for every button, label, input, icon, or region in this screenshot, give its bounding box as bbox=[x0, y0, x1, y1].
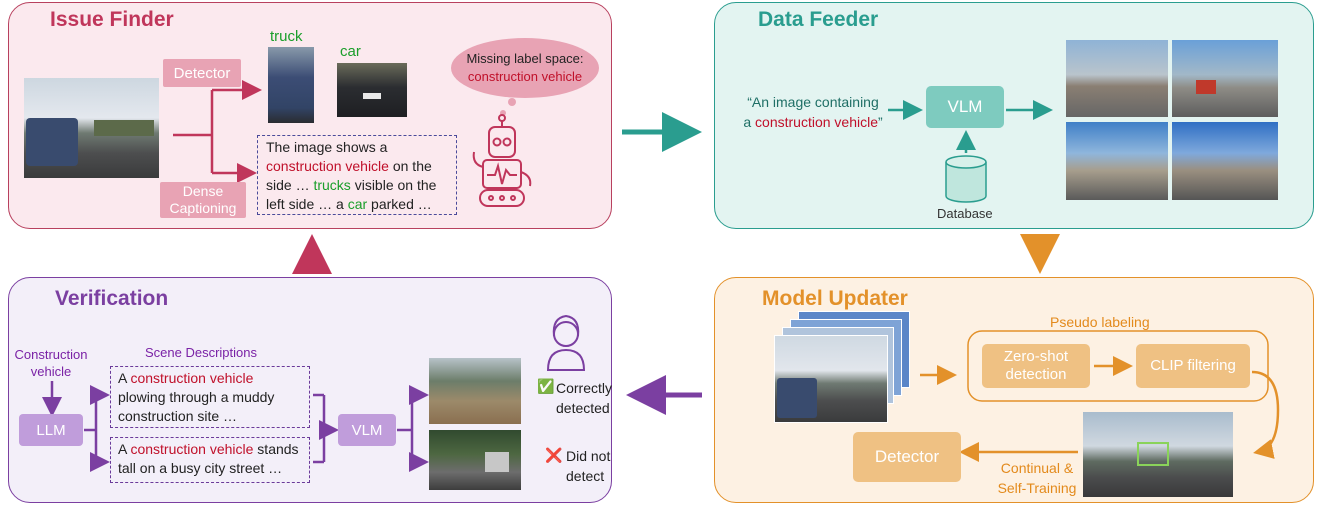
caption-part: The image shows a bbox=[266, 139, 388, 155]
person-icon bbox=[546, 314, 586, 371]
scene-description-1-text: A construction vehicle plowing through a… bbox=[118, 369, 304, 426]
car-label: car bbox=[340, 43, 361, 60]
bubble-line1: Missing label space: bbox=[466, 51, 584, 66]
database-icon bbox=[945, 155, 987, 203]
database-label: Database bbox=[937, 206, 993, 221]
desc-construction-vehicle: construction vehicle bbox=[130, 370, 254, 386]
correct-check-icon: ✅ bbox=[537, 378, 555, 394]
desc-part: plowing through a muddy construction sit… bbox=[118, 389, 275, 424]
llm-box: LLM bbox=[19, 414, 83, 446]
query-part: “An image containing bbox=[747, 94, 879, 110]
truck-crop bbox=[268, 47, 314, 123]
correctly-detected-text: Correctly detected bbox=[556, 380, 613, 416]
caption-part: visible on the left side … a bbox=[266, 177, 437, 212]
desc-part: stands tall on a busy city street … bbox=[118, 441, 299, 476]
verification-internal-arrows bbox=[42, 381, 429, 472]
image-stack-front bbox=[774, 335, 888, 423]
robot-icon bbox=[472, 114, 532, 207]
query-part: a bbox=[743, 114, 756, 130]
updater-detector-box: Detector bbox=[853, 432, 961, 482]
desc-construction-vehicle: construction vehicle bbox=[130, 441, 254, 457]
model-updater-title: Model Updater bbox=[762, 287, 908, 310]
scene-description-2 bbox=[110, 437, 310, 483]
feeder-vlm-box: VLM bbox=[926, 86, 1004, 128]
desc-part: A bbox=[118, 441, 131, 457]
pseudo-labeled-image bbox=[1083, 412, 1233, 497]
verification-title: Verification bbox=[55, 287, 169, 310]
dense-captioning-box: Dense Captioning bbox=[160, 182, 246, 218]
feeder-internal-arrows bbox=[888, 100, 1053, 153]
pseudo-labeling-frame bbox=[967, 330, 1269, 402]
construction-vehicle-label: Construction vehicle bbox=[14, 347, 88, 379]
caption-part: on the side … bbox=[266, 158, 432, 193]
retrieved-image-1 bbox=[1066, 40, 1168, 117]
incorrect-x-icon: ❌ bbox=[545, 447, 563, 463]
data-feeder-title: Data Feeder bbox=[758, 8, 879, 31]
caption-part: parked … bbox=[367, 196, 432, 212]
retrieved-image-3 bbox=[1066, 122, 1168, 200]
retrieved-image-2 bbox=[1172, 40, 1278, 117]
truck-label: truck bbox=[270, 28, 303, 45]
query-text: “An image containing a construction vehi… bbox=[728, 92, 898, 132]
verification-vlm-box: VLM bbox=[338, 414, 396, 446]
retrieved-image-4 bbox=[1172, 122, 1278, 200]
continual-self-training-label: Continual & Self-Training bbox=[997, 460, 1077, 496]
missing-label-bubble bbox=[451, 38, 599, 98]
caption-box bbox=[257, 135, 457, 215]
updater-internal-arrows bbox=[920, 356, 1280, 462]
caption-car: car bbox=[347, 196, 368, 212]
road-photo bbox=[24, 78, 159, 178]
scene-descriptions-label: Scene Descriptions bbox=[145, 345, 257, 360]
did-not-detect-text: Did not detect bbox=[566, 448, 611, 484]
generated-image-1 bbox=[429, 358, 521, 424]
clip-filtering-box: CLIP filtering bbox=[1136, 344, 1250, 388]
zero-shot-detection-box: Zero-shot detection bbox=[982, 344, 1090, 388]
detector-box: Detector bbox=[163, 59, 241, 87]
bubble-line2: construction vehicle bbox=[467, 69, 583, 84]
caption-trucks: trucks bbox=[313, 177, 351, 193]
caption-construction-vehicle: construction vehicle bbox=[266, 158, 389, 174]
caption-text: The image shows a construction vehicle o… bbox=[266, 138, 452, 214]
query-part: ” bbox=[877, 114, 883, 130]
pseudo-labeling-label: Pseudo labeling bbox=[1050, 314, 1150, 330]
scene-description-1 bbox=[110, 366, 310, 428]
bounding-box bbox=[1137, 442, 1169, 466]
generated-image-2 bbox=[429, 430, 521, 490]
car-crop bbox=[337, 63, 407, 117]
issue-finder-title: Issue Finder bbox=[50, 8, 174, 31]
issue-finder-split-arrows bbox=[173, 80, 262, 183]
scene-description-2-text: A construction vehicle stands tall on a … bbox=[118, 440, 308, 478]
desc-part: A bbox=[118, 370, 131, 386]
query-construction-vehicle: construction vehicle bbox=[755, 114, 878, 130]
